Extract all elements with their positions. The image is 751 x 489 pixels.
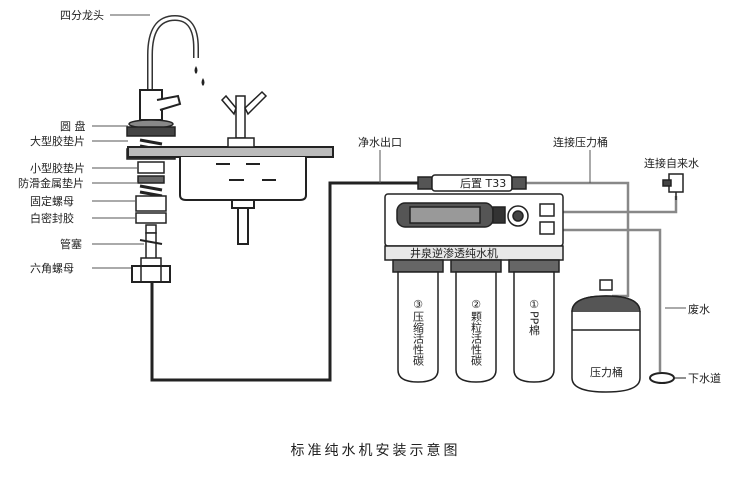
label-fixing-nut: 固定螺母	[30, 194, 74, 208]
pipe-tap-water	[560, 196, 678, 214]
leader-lines-right	[379, 150, 686, 309]
sink	[127, 146, 334, 245]
ro-machine-body	[384, 193, 564, 247]
label-tank: 压力桶	[590, 365, 623, 379]
label-faucet: 四分龙头	[60, 9, 104, 22]
label-white-tape: 白密封胶	[30, 211, 74, 225]
sink-mixer-tap	[220, 90, 268, 148]
label-machine-name: 井泉逆渗透纯水机	[410, 246, 498, 260]
label-post-filter: 后置 T33	[460, 177, 506, 190]
label-filter-1: ①PP棉	[528, 298, 541, 335]
label-filter-3: ③压缩活性碳	[412, 298, 425, 367]
label-tap-water: 连接自来水	[644, 157, 699, 170]
labels-left: 四分龙头 圆 盘 大型胶垫片 小型胶垫片 防滑金属垫片 固定螺母 白密封胶 管塞…	[18, 9, 104, 275]
label-filter-2: ②颗粒活性碳	[470, 298, 483, 367]
label-clean-outlet: 净水出口	[358, 135, 402, 149]
label-small-gasket: 小型胶垫片	[30, 161, 85, 175]
diagram-caption: 标准纯水机安装示意图	[290, 443, 461, 459]
water-drops	[194, 66, 205, 86]
pressure-tank	[571, 279, 641, 393]
post-filter-t33	[417, 174, 527, 192]
tap-water-valve	[662, 173, 684, 200]
label-disc: 圆 盘	[60, 119, 86, 133]
pipe-clean-water	[150, 181, 418, 382]
filter-labels: ③压缩活性碳 ②颗粒活性碳 ①PP棉	[412, 298, 541, 367]
label-to-tank: 连接压力桶	[553, 135, 608, 149]
label-hex-nut: 六角螺母	[30, 262, 74, 275]
drain-outlet	[649, 372, 686, 384]
label-large-gasket: 大型胶垫片	[30, 134, 85, 148]
leader-lines-left	[92, 14, 150, 269]
label-antislip-gasket: 防滑金属垫片	[18, 176, 84, 190]
filter-housings	[392, 259, 560, 383]
label-drain: 下水道	[688, 371, 721, 385]
pipe-to-tank	[520, 181, 630, 298]
pipe-waste	[560, 228, 662, 372]
label-pipe-plug: 管塞	[60, 237, 82, 251]
label-waste-water: 废水	[688, 302, 710, 316]
faucet	[139, 14, 199, 121]
labels-right: 净水出口 连接压力桶 连接自来水 废水 下水道	[358, 135, 721, 385]
